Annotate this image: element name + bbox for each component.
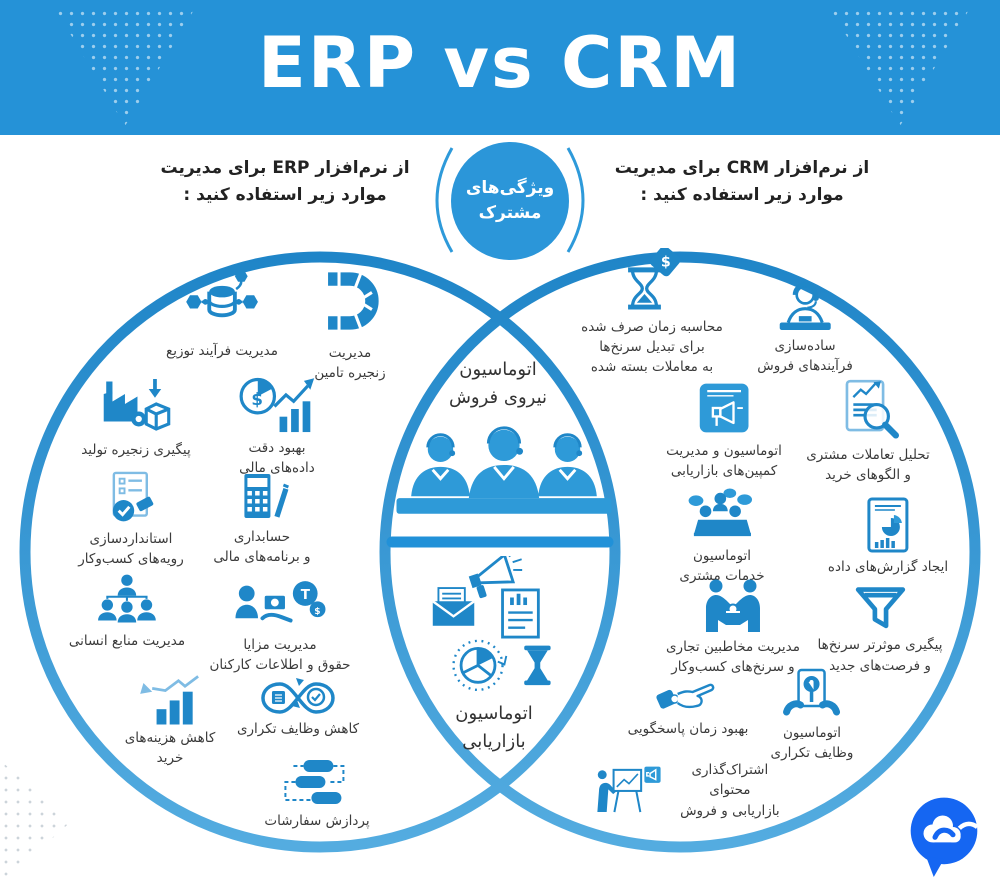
erp-item-1: مدیریت فرآیند توزیع (166, 266, 278, 361)
erp-item-6: حسابداری و برنامه‌های مالی (213, 470, 311, 568)
shared-features-badge: ویژگی‌های مشترک (451, 142, 569, 260)
erp-item-2: مدیریت زنجیره تامین (311, 262, 389, 384)
infinity-tasks-icon (256, 670, 340, 716)
erp-item-label: کاهش وظایف تکراری (236, 721, 360, 737)
marketing-cluster-icon (429, 550, 561, 701)
crm-item-label: ساده‌سازی فرآیندهای فروش (757, 338, 853, 375)
crm-item-1: $ محاسبه زمان صرف شده برای تبدیل سرنخ‌ها … (581, 248, 723, 377)
badge-arc-right (566, 147, 585, 253)
data-report-icon (861, 496, 915, 554)
sales-automation-label: اتوماسیون نیروی فروش (448, 359, 548, 408)
erp-item-label: حسابداری و برنامه‌های مالی (213, 529, 311, 566)
erp-item-label: بهبود دقت داده‌های مالی (239, 439, 315, 476)
header-band: ERP vs CRM (0, 0, 1000, 135)
erp-item-7: مدیریت منابع انسانی (69, 572, 185, 651)
svg-text:T: T (300, 587, 310, 603)
crm-item-label: اشتراک‌گذاری محتوای بازاریابی و فروش (680, 762, 780, 819)
crm-item-4: تحلیل تعاملات مشتری و الگوهای خرید (806, 378, 930, 485)
crm-item-label: ایجاد گزارش‌های داده (827, 559, 949, 575)
press-button-icon (779, 666, 845, 720)
cost-chart-icon (135, 672, 205, 725)
erp-item-label: پیگیری زنجیره تولید (81, 441, 191, 458)
crm-item-7: مدیریت مخاطبین تجاری و سرنخ‌های کسب‌وکار (666, 578, 800, 678)
presenter-icon (593, 765, 663, 815)
crm-item-label: تحلیل تعاملات مشتری و الگوهای خرید (806, 446, 930, 483)
payroll-icon: T$ (234, 580, 325, 632)
sales-agent-icon (771, 280, 839, 333)
erp-item-9: کاهش هزینه‌های خرید (124, 672, 216, 768)
crm-item-label: اتوماسیون خدمات مشتری (679, 547, 765, 585)
campaign-megaphone-icon (694, 378, 754, 438)
financial-accuracy-icon: $ (236, 368, 318, 435)
erp-item-8: T$مدیریت مزایا حقوق و اطلاعات کارکنان (209, 580, 351, 675)
erp-item-label: کاهش هزینه‌های خرید (124, 729, 216, 766)
crm-item-11: اشتراک‌گذاری محتوای بازاریابی و فروش (593, 760, 788, 821)
erp-item-label: مدیریت منابع انسانی (68, 632, 186, 649)
badge-arc-left (435, 147, 454, 253)
marketing-automation-label: اتوماسیون بازاریابی (455, 703, 533, 752)
erp-item-3: پیگیری زنجیره تولید (81, 374, 191, 460)
standardize-doc-icon (100, 470, 162, 526)
crm-item-8: پیگیری موثرتر سرنخ‌ها و فرصت‌های جدید (817, 584, 943, 676)
erp-item-5: استانداردسازی رویه‌های کسب‌وکار (78, 470, 184, 570)
cloud-phone-chat-logo (903, 795, 985, 881)
erp-item-label: مدیریت فرآیند توزیع (166, 342, 278, 359)
hourglass-dollar-icon: $ (617, 248, 687, 314)
crm-item-label: اتوماسیون وظایف تکراری (770, 725, 854, 762)
page-title: ERP vs CRM (258, 22, 742, 104)
crm-circle (379, 251, 981, 853)
crm-item-6: ایجاد گزارش‌های داده (828, 496, 948, 577)
crm-item-3: اتوماسیون و مدیریت کمپین‌های بازاریابی (666, 378, 782, 482)
crm-item-label: محاسبه زمان صرف شده برای تبدیل سرنخ‌ها ب… (581, 318, 723, 376)
erp-item-label: استانداردسازی رویه‌های کسب‌وکار (78, 531, 184, 568)
erp-item-11: پردازش سفارشات (264, 756, 370, 831)
erp-item-10: کاهش وظایف تکراری (237, 670, 359, 739)
crm-item-2: ساده‌سازی فرآیندهای فروش (757, 280, 853, 377)
svg-text:$: $ (251, 390, 263, 409)
crm-item-5: اتوماسیون خدمات مشتری (679, 488, 765, 586)
factory-icon (96, 374, 176, 437)
crm-item-10: اتوماسیون وظایف تکراری (770, 666, 854, 764)
analysis-magnifier-icon (834, 378, 902, 442)
crm-item-9: بهبود زمان پاسخگویی (627, 672, 749, 739)
svg-text:$: $ (314, 607, 320, 617)
supply-chain-icon (311, 262, 389, 340)
handshake-icon (698, 578, 768, 634)
erp-item-label: مدیریت مزایا حقوق و اطلاعات کارکنان (209, 636, 351, 673)
funnel-icon (853, 584, 907, 632)
erp-circle (19, 251, 621, 853)
erp-item-label: مدیریت زنجیره تامین (314, 345, 386, 382)
crm-item-label: بهبود زمان پاسخگویی (627, 721, 749, 737)
pointing-hand-icon (656, 672, 720, 716)
crm-item-label: مدیریت مخاطبین تجاری و سرنخ‌های کسب‌وکار (665, 639, 801, 676)
erp-item-4: $ بهبود دقت داده‌های مالی (236, 368, 318, 478)
hr-people-icon (94, 572, 160, 628)
crm-item-label: اتوماسیون و مدیریت کمپین‌های بازاریابی (666, 443, 782, 480)
distribution-network-icon (181, 266, 263, 338)
order-flow-icon (281, 756, 353, 808)
call-center-team-icon (396, 420, 612, 522)
erp-item-label: پردازش سفارشات (264, 813, 370, 829)
crm-item-label: پیگیری موثرتر سرنخ‌ها و فرصت‌های جدید (817, 637, 943, 674)
service-people-icon (685, 488, 759, 543)
calculator-icon (232, 470, 292, 524)
erp-heading: از نرم‌افزار ERP برای مدیریت موارد زیر ا… (160, 158, 410, 206)
crm-heading: از نرم‌افزار CRM برای مدیریت موارد زیر ا… (614, 158, 870, 206)
svg-text:$: $ (661, 255, 671, 271)
